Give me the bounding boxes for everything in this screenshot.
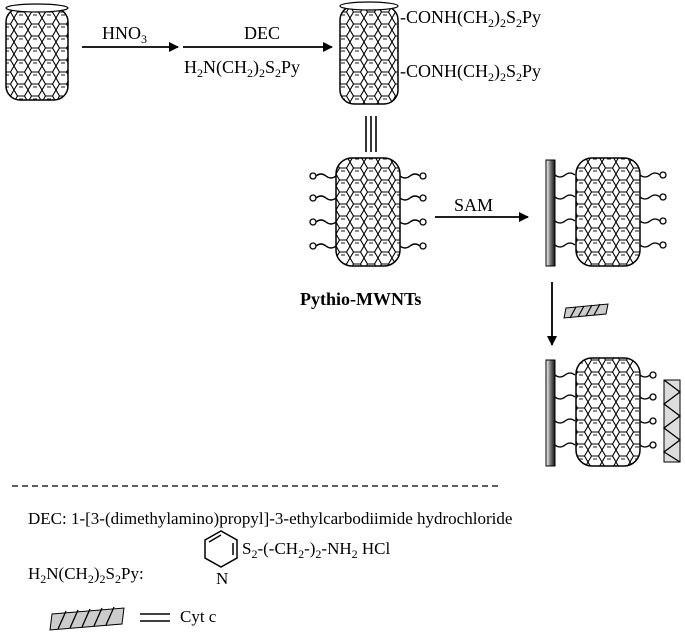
raw-mwnt xyxy=(5,3,69,101)
dec-definition: DEC: 1-[3-(dimethylamino)propyl]-3-ethyl… xyxy=(28,509,513,528)
sam-label: SAM xyxy=(454,195,494,215)
pythio-mwnts-label: Pythio-MWNTs xyxy=(300,289,422,309)
pyridine-nitrogen: N xyxy=(216,569,229,588)
pyridine-ring xyxy=(204,530,238,568)
product-group-1: -CONH(CH2)2S2Py xyxy=(400,7,542,30)
product-group-2: -CONH(CH2)2S2Py xyxy=(400,61,542,84)
equals-sign xyxy=(140,613,170,622)
reagent-nitric-acid: HNO3 xyxy=(102,23,147,46)
reagent-dec: DEC xyxy=(244,23,280,43)
linker-label: H2N(CH2)2S2Py: xyxy=(28,564,144,586)
cytc-label: Cyt c xyxy=(180,607,217,626)
pythio-mwnt xyxy=(309,157,427,267)
functionalized-mwnt xyxy=(339,1,399,105)
linker-formula: S2-(-CH2-)2-NH2 HCl xyxy=(242,539,391,561)
cytc-helix-small xyxy=(563,303,609,319)
equivalence-bars xyxy=(365,116,377,152)
electrode-with-mwnt xyxy=(545,157,667,267)
electrode-with-cytc xyxy=(545,357,682,467)
cytc-helix-bound xyxy=(662,379,682,463)
reagent-linker: H2N(CH2)2S2Py xyxy=(184,57,301,80)
cytc-legend-symbol xyxy=(49,606,125,631)
